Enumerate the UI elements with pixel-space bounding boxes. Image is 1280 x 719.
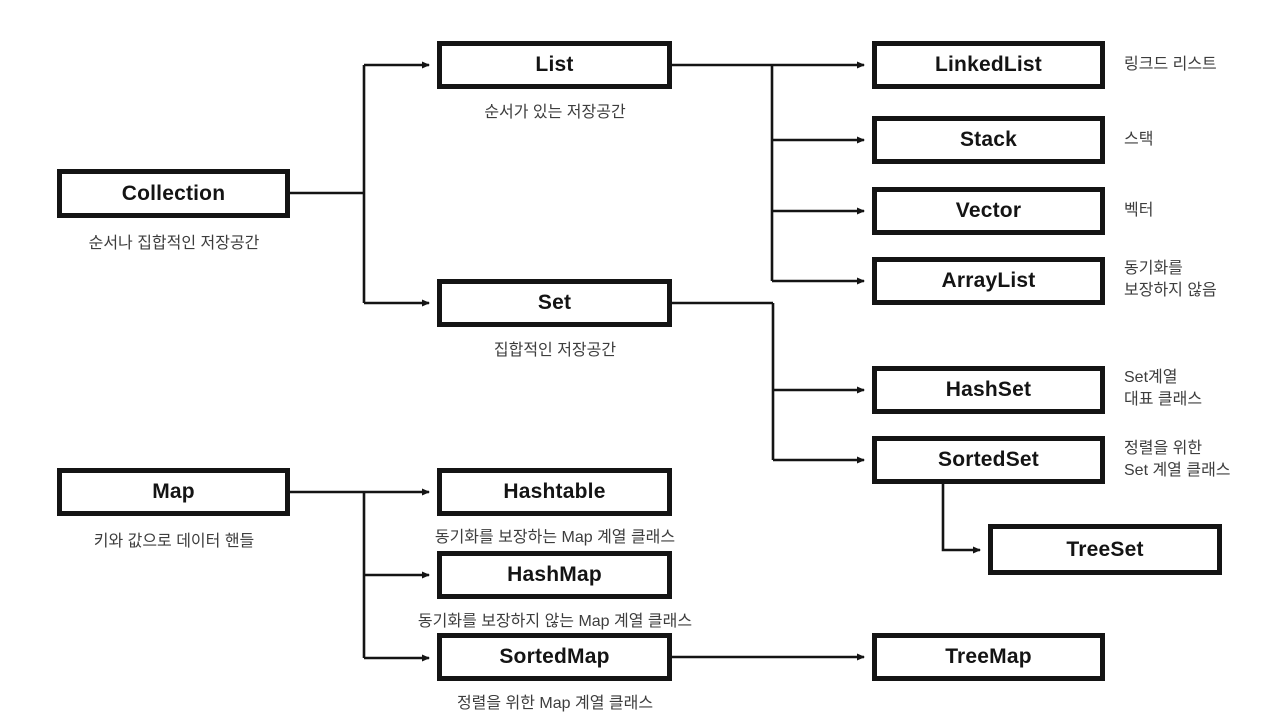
- edge-sortedset-to-treeset: [941, 483, 981, 554]
- linkedlist-note: 링크드 리스트: [1124, 56, 1217, 73]
- hashtable-caption: 동기화를 보장하는 Map 계열 클래스: [434, 529, 676, 546]
- arraylist-label: ArrayList: [941, 269, 1036, 292]
- hashtable-box: Hashtable: [437, 468, 672, 516]
- sortedmap-box: SortedMap: [437, 633, 672, 681]
- sortedset-label: SortedSet: [938, 448, 1039, 471]
- hashset-note: Set계열 대표 클래스: [1124, 369, 1203, 408]
- collection-label: Collection: [121, 181, 226, 205]
- hashset-label: HashSet: [945, 378, 1032, 401]
- list-label: List: [535, 53, 574, 76]
- linkedlist-label: LinkedList: [934, 53, 1042, 76]
- collection-box: Collection: [57, 169, 290, 218]
- hashmap-box: HashMap: [437, 551, 672, 599]
- stack-box: Stack: [872, 116, 1105, 164]
- sortedmap-label: SortedMap: [499, 645, 610, 668]
- linkedlist-box: LinkedList: [872, 41, 1105, 89]
- vector-box: Vector: [872, 187, 1105, 235]
- set-caption: 집합적인 저장공간: [493, 342, 617, 359]
- map-label: Map: [152, 480, 195, 503]
- stack-note: 스택: [1124, 131, 1154, 148]
- treemap-label: TreeMap: [945, 645, 1032, 668]
- map-box: Map: [57, 468, 290, 516]
- vector-label: Vector: [955, 199, 1022, 222]
- treemap-box: TreeMap: [872, 633, 1105, 681]
- set-box: Set: [437, 279, 672, 327]
- set-label: Set: [537, 291, 572, 314]
- arraylist-box: ArrayList: [872, 257, 1105, 305]
- sortedset-box: SortedSet: [872, 436, 1105, 484]
- hashmap-caption: 동기화를 보장하지 않는 Map 계열 클래스: [417, 613, 693, 630]
- sortedset-note: 정렬을 위한 Set 계열 클래스: [1124, 440, 1231, 479]
- list-caption: 순서가 있는 저장공간: [484, 104, 626, 121]
- hashtable-label: Hashtable: [503, 480, 606, 503]
- treeset-label: TreeSet: [1066, 537, 1144, 561]
- list-box: List: [437, 41, 672, 89]
- sortedmap-caption: 정렬을 위한 Map 계열 클래스: [456, 695, 654, 712]
- treeset-box: TreeSet: [988, 524, 1222, 575]
- arraylist-note: 동기화를 보장하지 않음: [1124, 260, 1217, 299]
- vector-note: 벡터: [1124, 202, 1154, 219]
- map-caption: 키와 값으로 데이터 핸들: [93, 533, 255, 550]
- hashset-box: HashSet: [872, 366, 1105, 414]
- hashmap-label: HashMap: [507, 563, 602, 586]
- stack-label: Stack: [959, 128, 1018, 151]
- collection-caption: 순서나 집합적인 저장공간: [88, 235, 260, 252]
